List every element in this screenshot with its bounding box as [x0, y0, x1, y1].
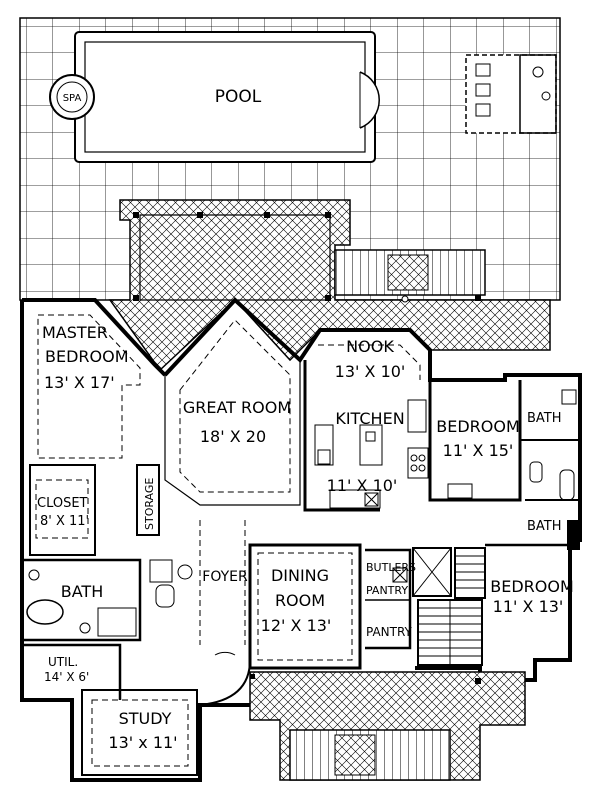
utility-room: UTIL. 14' X 6': [22, 643, 122, 700]
master-bedroom: MASTER BEDROOM 13' X 17': [37, 314, 141, 459]
great-room-label: GREAT ROOM: [183, 398, 291, 417]
butlers-label-1: BUTLERS: [366, 561, 416, 574]
pantry-label: PANTRY: [366, 625, 413, 639]
pool: POOL: [74, 31, 380, 163]
closet-label: CLOSET: [37, 496, 88, 511]
dining-label-2: ROOM: [275, 591, 325, 610]
spa: SPA: [49, 74, 95, 120]
kitchen-size: 11' X 10': [327, 476, 398, 495]
stairs: [417, 547, 486, 666]
study-size: 13' x 11': [108, 733, 177, 752]
bath-3-label: BATH: [527, 519, 562, 534]
cabana: [465, 54, 557, 134]
bedroom-2-wing: BEDROOM 11' X 15' BATH BATH: [428, 380, 580, 550]
nook-kitchen: NOOK 13' X 10' KITCHEN 11' X 10': [314, 337, 429, 509]
house-exterior-walls: [20, 297, 582, 782]
master-bedroom-label-1: MASTER: [42, 323, 108, 342]
storage: STORAGE: [136, 464, 160, 536]
bath-2-label: BATH: [527, 411, 562, 426]
master-bedroom-size: 13' X 17': [44, 373, 115, 392]
util-size: 14' X 6': [44, 670, 89, 684]
dining-room: DINING ROOM 12' X 13': [248, 543, 362, 670]
util-label: UTIL.: [48, 655, 78, 669]
bedroom-3-label: BEDROOM: [490, 577, 574, 596]
master-bath-label: BATH: [61, 582, 103, 601]
great-room-size: 18' X 20: [200, 427, 266, 446]
dining-label-1: DINING: [271, 566, 329, 585]
bedroom-2-label: BEDROOM: [436, 417, 520, 436]
nook-size: 13' X 10': [335, 362, 406, 381]
nook-label: NOOK: [346, 337, 394, 356]
butlers-label-2: PANTRY: [366, 584, 408, 597]
pool-label: POOL: [215, 87, 262, 107]
closet: CLOSET 8' X 11': [29, 464, 96, 556]
master-bedroom-label-2: BEDROOM: [45, 347, 129, 366]
bedroom-2-size: 11' X 15': [443, 441, 514, 460]
front-porch: [249, 671, 526, 781]
bedroom-3-size: 11' X 13': [493, 597, 564, 616]
study-label: STUDY: [119, 709, 172, 728]
bedroom-3: BEDROOM 11' X 13': [485, 543, 574, 616]
study: STUDY 13' x 11': [81, 689, 198, 776]
storage-label: STORAGE: [143, 478, 156, 530]
kitchen-label: KITCHEN: [335, 409, 404, 428]
pantry-stairs: BUTLERS PANTRY PANTRY: [365, 547, 486, 666]
dining-size: 12' X 13': [261, 616, 332, 635]
closet-size: 8' X 11': [40, 514, 89, 529]
foyer-label: FOYER: [202, 569, 248, 585]
foyer: FOYER: [199, 520, 251, 706]
great-room: GREAT ROOM 18' X 20: [164, 299, 301, 506]
master-bath: BATH: [22, 558, 193, 642]
slatted-deck: [334, 249, 486, 303]
spa-label: SPA: [63, 93, 82, 104]
